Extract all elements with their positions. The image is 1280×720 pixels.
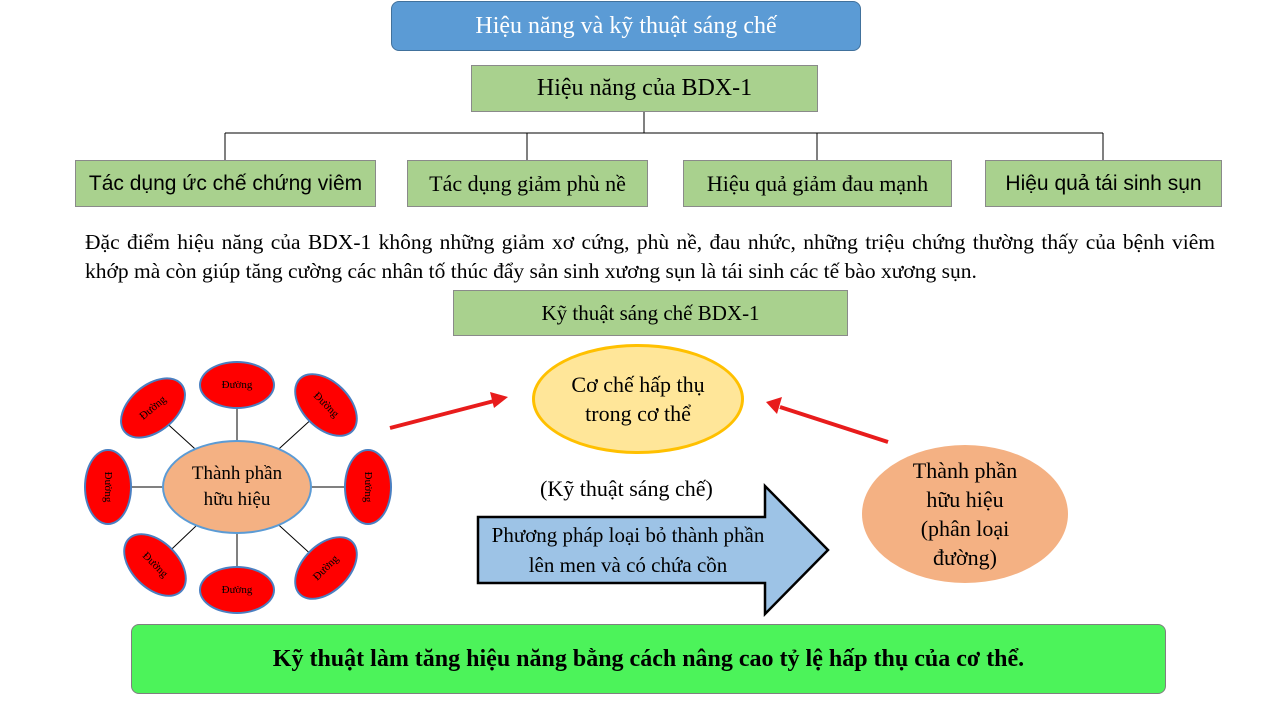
red-arrow-left — [389, 392, 508, 430]
effective-component-ellipse: Thành phần hữu hiệu — [162, 440, 312, 534]
red-arrow-right — [766, 397, 889, 444]
technique-title-box: Kỹ thuật sáng chế BDX-1 — [453, 290, 848, 336]
page-title: Hiệu năng và kỹ thuật sáng chế — [391, 1, 861, 51]
performance-description: Đặc điểm hiệu năng của BDX-1 không những… — [85, 230, 1215, 283]
effect-cartilage-regeneration: Hiệu quả tái sinh sụn — [985, 160, 1222, 207]
absorption-mechanism-ellipse: Cơ chế hấp thụ trong cơ thể — [532, 344, 744, 454]
effect-reduce-swelling: Tác dụng giảm phù nề — [407, 160, 648, 207]
sugar-molecule: Đường — [199, 361, 275, 409]
effect-pain-relief: Hiệu quả giảm đau mạnh — [683, 160, 952, 207]
effect-anti-inflammation: Tác dụng ức chế chứng viêm — [75, 160, 376, 207]
technique-caption: (Kỹ thuật sáng chế) — [540, 476, 713, 501]
conclusion-box: Kỹ thuật làm tăng hiệu năng bằng cách nâ… — [131, 624, 1166, 694]
method-arrow-label: Phương pháp loại bỏ thành phần lên men v… — [491, 523, 765, 577]
sugar-molecule: Đường — [84, 449, 132, 525]
component-sugar-ellipse: Thành phần hữu hiệu (phân loại đường) — [862, 445, 1068, 583]
method-arrow — [476, 482, 830, 618]
sugar-molecule: Đường — [344, 449, 392, 525]
sugar-molecule: Đường — [199, 566, 275, 614]
performance-root-box: Hiệu năng của BDX-1 — [471, 65, 818, 112]
